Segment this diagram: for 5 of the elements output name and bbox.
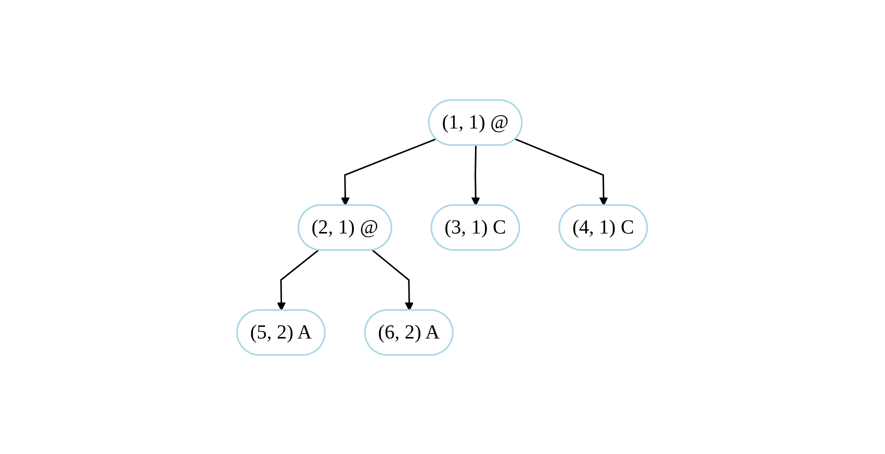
arrow	[372, 249, 414, 310]
arrow	[341, 138, 437, 206]
arrow	[516, 138, 608, 206]
arrow	[472, 144, 480, 206]
arrow	[277, 249, 320, 310]
